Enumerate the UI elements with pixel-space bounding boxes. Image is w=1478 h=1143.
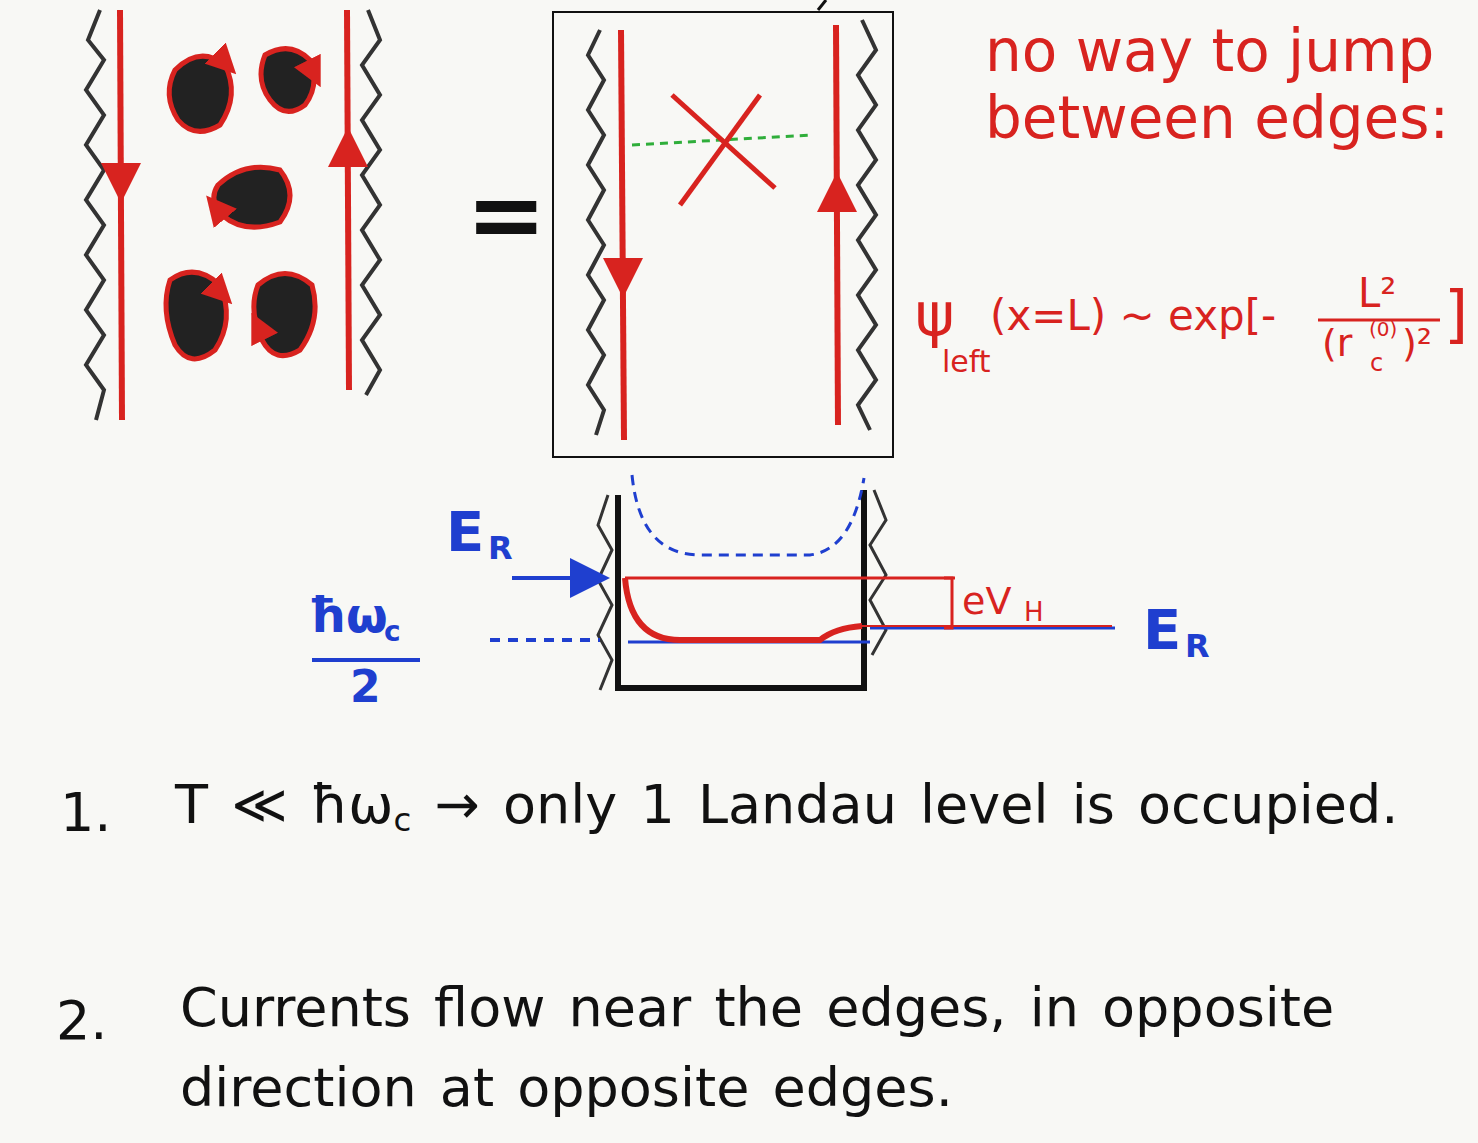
list-item-block: Currents flow near the edges, in opposit… bbox=[180, 968, 1450, 1128]
formula-numerator: L² bbox=[1358, 270, 1396, 316]
annotation-text: no way to jump between edges: bbox=[985, 18, 1465, 151]
formula-bracket: ] bbox=[1444, 278, 1468, 349]
formula-denominator: )² bbox=[1402, 322, 1432, 366]
disordered-sample bbox=[86, 10, 380, 420]
list-item: Currents flow near the edges, in opposit… bbox=[180, 976, 1334, 1119]
list-number: 2. bbox=[56, 990, 108, 1052]
cyclotron-subscript: c bbox=[384, 616, 401, 648]
energy-subscript: R bbox=[488, 530, 513, 567]
subscript: c bbox=[394, 801, 412, 839]
hall-subscript: H bbox=[1024, 598, 1044, 628]
formula-symbol: ψ bbox=[915, 280, 955, 349]
cyclotron-energy: ħω bbox=[308, 588, 388, 643]
hall-voltage: eV bbox=[962, 580, 1011, 624]
potential-well bbox=[312, 475, 1115, 690]
formula-superscript: (0) bbox=[1369, 318, 1397, 341]
formula-text: (x=L) ~ exp[- bbox=[990, 292, 1276, 340]
list-item: T ≪ ħω bbox=[175, 773, 394, 836]
equals-sign: = bbox=[466, 160, 546, 270]
formula-denominator: (r bbox=[1322, 322, 1352, 366]
fraction-denominator: 2 bbox=[350, 662, 381, 713]
formula-subscript: c bbox=[1370, 350, 1383, 378]
list-number: 1. bbox=[60, 782, 112, 844]
formula-subscript: left bbox=[942, 345, 991, 380]
list-item-block: T ≪ ħωc → only 1 Landau level is occupie… bbox=[175, 765, 1415, 860]
energy-symbol: E bbox=[1143, 598, 1181, 662]
list-item: → only 1 Landau level is occupied. bbox=[435, 773, 1399, 836]
energy-subscript: R bbox=[1185, 628, 1210, 665]
clean-edges-panel bbox=[553, 0, 893, 457]
energy-symbol: E bbox=[446, 500, 484, 564]
